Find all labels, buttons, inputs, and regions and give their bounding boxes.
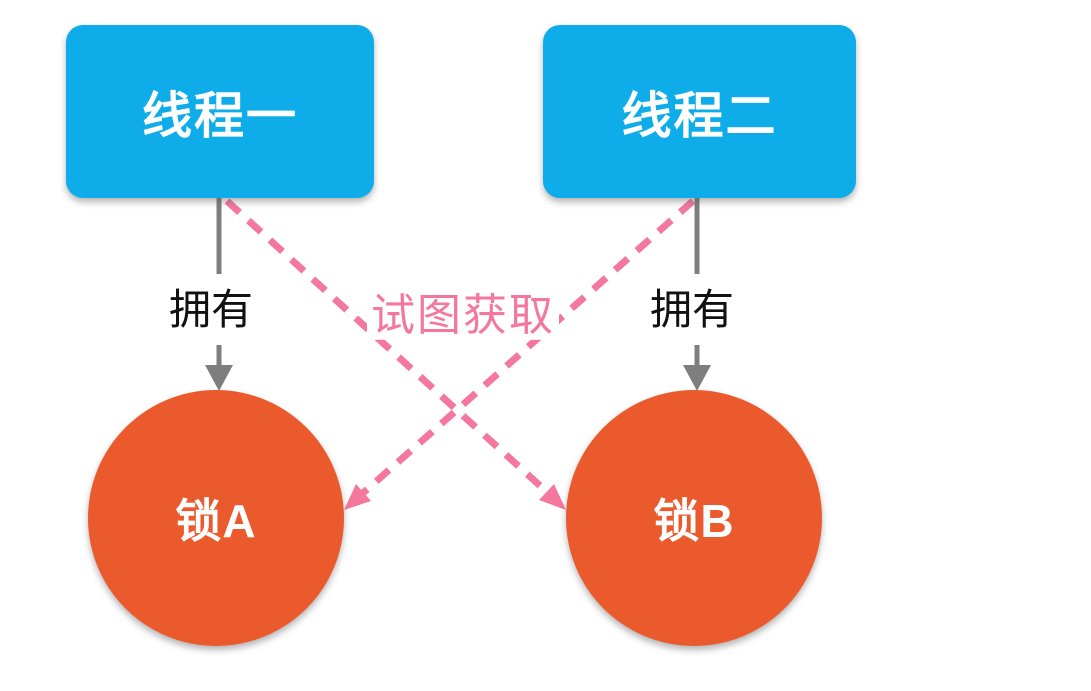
acquire-arrow-1-head xyxy=(539,484,566,510)
own-label-1: 拥有 xyxy=(166,285,256,334)
lockB-node: 锁B xyxy=(566,390,822,646)
lockA-label: 锁A xyxy=(175,495,257,547)
lockB-label: 锁B xyxy=(653,495,735,547)
acquire-arrow-1-line xyxy=(224,198,551,496)
thread2-node: 线程二 xyxy=(543,25,856,198)
thread1-label: 线程一 xyxy=(142,87,298,144)
thread1-node: 线程一 xyxy=(66,25,374,198)
own-arrow-1-head xyxy=(205,365,233,391)
acquire-label: 试图获取 xyxy=(367,291,559,341)
thread2-label: 线程二 xyxy=(621,87,778,144)
lockA-node: 锁A xyxy=(88,390,344,646)
own-label-2: 拥有 xyxy=(647,285,737,334)
own-arrow-2-head xyxy=(683,365,711,391)
acquire-arrow-2-head xyxy=(344,484,371,510)
acquire-arrow-2-line xyxy=(360,198,696,496)
